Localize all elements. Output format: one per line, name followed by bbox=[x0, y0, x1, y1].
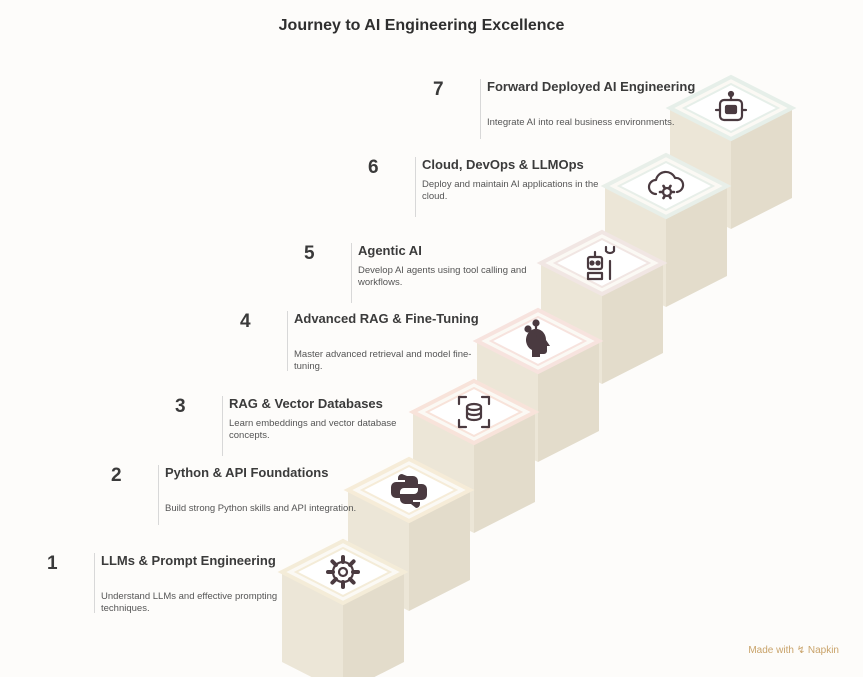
footer-brand: Napkin bbox=[807, 645, 839, 656]
step-title: RAG & Vector Databases bbox=[229, 396, 383, 411]
stair-inner-face bbox=[359, 464, 459, 516]
step-title: Forward Deployed AI Engineering bbox=[487, 79, 696, 94]
stair-inner-face bbox=[293, 546, 393, 598]
step-title: Cloud, DevOps & LLMOps bbox=[422, 157, 584, 172]
page-title: Journey to AI Engineering Excellence bbox=[278, 17, 565, 34]
step-number: 5 bbox=[304, 243, 315, 264]
stair-inner-face bbox=[616, 160, 716, 212]
step-title: Agentic AI bbox=[358, 243, 422, 258]
step-number: 2 bbox=[111, 465, 122, 486]
step-number: 7 bbox=[433, 79, 444, 100]
stair-step-3 bbox=[408, 378, 540, 533]
step-description: Integrate AI into real business environm… bbox=[487, 117, 675, 128]
napkin-logo-icon: ↯ bbox=[796, 645, 806, 656]
stair-right-face bbox=[666, 186, 727, 307]
stair-right-face bbox=[538, 341, 599, 462]
step-description: Learn embeddings and vector database con… bbox=[229, 418, 397, 441]
step-number: 3 bbox=[175, 396, 186, 417]
stair-right-face bbox=[409, 490, 470, 611]
step-title: Advanced RAG & Fine-Tuning bbox=[294, 311, 479, 326]
stair-left-face bbox=[282, 572, 343, 677]
stair-right-face bbox=[602, 263, 663, 384]
python-icon bbox=[391, 474, 427, 508]
footer-branding: Made with ↯ Napkin bbox=[748, 645, 839, 656]
stair-right-face bbox=[343, 572, 404, 677]
step-description: Build strong Python skills and API integ… bbox=[165, 503, 357, 514]
footer-made-with: Made with bbox=[748, 645, 794, 656]
step-description: Understand LLMs and effective prompting … bbox=[101, 591, 278, 614]
stair-right-face bbox=[474, 412, 535, 533]
robot-icon bbox=[714, 90, 748, 122]
step-divider bbox=[351, 243, 352, 303]
cloud-gear-icon bbox=[647, 170, 685, 200]
brain-head-icon bbox=[524, 319, 550, 357]
step-divider bbox=[480, 79, 481, 139]
step-divider bbox=[287, 311, 288, 371]
step-number: 4 bbox=[240, 311, 251, 332]
step-description: Deploy and maintain AI applications in t… bbox=[422, 179, 599, 202]
step-number: 1 bbox=[47, 553, 58, 574]
stair-inner-face bbox=[424, 386, 524, 438]
step-description: Master advanced retrieval and model fine… bbox=[294, 349, 472, 372]
step-title: Python & API Foundations bbox=[165, 465, 329, 480]
robot-tool-icon bbox=[586, 245, 616, 281]
step-divider bbox=[158, 465, 159, 525]
step-divider bbox=[415, 157, 416, 217]
gear-icon bbox=[326, 555, 360, 589]
database-scan-icon bbox=[457, 395, 491, 429]
stair-right-face bbox=[731, 108, 792, 229]
step-title: LLMs & Prompt Engineering bbox=[101, 553, 276, 568]
step-divider bbox=[222, 396, 223, 456]
step-number: 6 bbox=[368, 157, 379, 178]
stair-step-1 bbox=[277, 538, 409, 677]
step-divider bbox=[94, 553, 95, 613]
step-description: Develop AI agents using tool calling and… bbox=[358, 265, 527, 288]
